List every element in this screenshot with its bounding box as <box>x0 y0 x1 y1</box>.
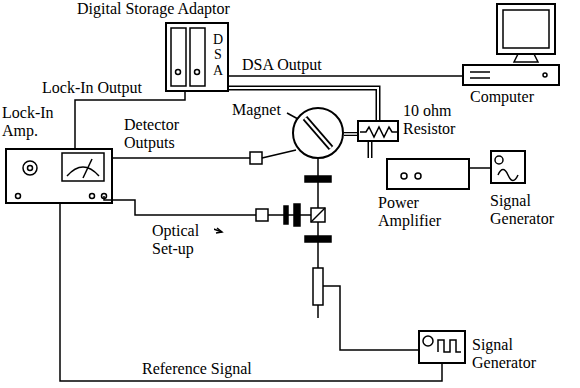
modulation-wire <box>323 286 418 350</box>
connector-group <box>470 168 490 169</box>
beam-splitter <box>311 208 325 222</box>
wire-core <box>369 142 371 158</box>
signal-label: Detector Outputs <box>122 116 200 152</box>
dsa-panel <box>171 28 186 86</box>
magnet-circle: Magnet <box>292 107 344 159</box>
device-label: Signal Generator <box>472 336 562 372</box>
drive-slot <box>470 71 490 73</box>
signal-wire <box>470 167 490 169</box>
generator-knob <box>495 156 503 164</box>
detector-wire <box>113 157 250 159</box>
amplifier-box: Power Amplifier <box>386 158 470 190</box>
resistor-symbol <box>360 127 398 137</box>
magnet-pole <box>305 118 331 148</box>
detector <box>256 209 268 221</box>
meter-needle <box>83 159 92 178</box>
polarizer <box>305 176 331 182</box>
wire-core <box>229 88 378 120</box>
device-title: Digital Storage Adaptor <box>77 0 230 18</box>
generator-box: Signal Generator <box>490 150 526 184</box>
detector-wire <box>104 196 256 215</box>
coil-wire <box>344 132 357 136</box>
modulator <box>313 268 323 305</box>
lock-in-terminal <box>90 194 95 199</box>
connector-label: Reference Signal <box>140 360 254 378</box>
leader-line <box>287 113 298 119</box>
lock-in-knob <box>23 161 37 175</box>
device-label: Power Amplifier <box>378 194 468 230</box>
connector-group <box>370 142 371 158</box>
lock-in-terminal <box>16 194 21 199</box>
light-beam <box>317 305 319 318</box>
meter-scale <box>67 167 99 176</box>
computer-unit: Computer <box>462 64 560 86</box>
twin-wire <box>229 88 378 120</box>
connector-group <box>229 76 462 77</box>
device-label: Magnet <box>232 101 281 119</box>
connector-label: DSA Output <box>240 56 324 74</box>
monitor <box>497 4 555 54</box>
connector-group <box>229 88 378 120</box>
drive-slot <box>470 77 490 79</box>
lock-in-knob <box>28 166 33 171</box>
device-label: Lock-In Amp. <box>2 104 64 140</box>
light-beam <box>262 150 296 158</box>
coil-wire-core <box>344 133 357 135</box>
device-label: Computer <box>470 88 534 106</box>
magnet-pole-core <box>305 118 331 148</box>
device-label: 10 ohm Resistor <box>403 102 483 138</box>
device-label: Signal Generator <box>490 192 574 228</box>
amp-terminal <box>401 173 407 179</box>
reference-cable <box>60 204 442 381</box>
resistor-box: 10 ohm Resistor <box>357 120 399 142</box>
light-beam <box>268 214 311 216</box>
data-cable <box>229 75 462 77</box>
amp-terminal <box>415 173 421 179</box>
detector <box>250 152 262 164</box>
sine-symbol <box>498 170 518 181</box>
dsa-box: Digital Storage AdaptorDSA <box>165 22 229 92</box>
analyzer <box>294 204 300 226</box>
generator-box: Signal Generator <box>418 330 466 364</box>
device-letters: DSA <box>211 32 225 78</box>
lock-in-box: Lock-In Amp. <box>5 148 113 204</box>
monitor-screen <box>503 10 549 48</box>
connector-label: Lock-In Output <box>40 79 144 97</box>
monitor-stand <box>514 54 538 62</box>
square-wave-symbol <box>438 340 461 352</box>
beam-splitter <box>311 208 325 222</box>
connector-group <box>60 204 442 381</box>
region-label: Optical Set-up <box>150 222 214 258</box>
wave-plate <box>284 206 288 224</box>
power-light <box>543 73 547 77</box>
dsa-terminal <box>176 70 181 75</box>
lock-in-meter <box>62 153 104 181</box>
dsa-terminal <box>195 70 200 75</box>
generator-knob <box>423 336 433 346</box>
polarizer <box>305 236 331 242</box>
dsa-panel <box>190 28 205 86</box>
leader-arrow <box>216 228 222 233</box>
power-wire <box>368 142 373 158</box>
